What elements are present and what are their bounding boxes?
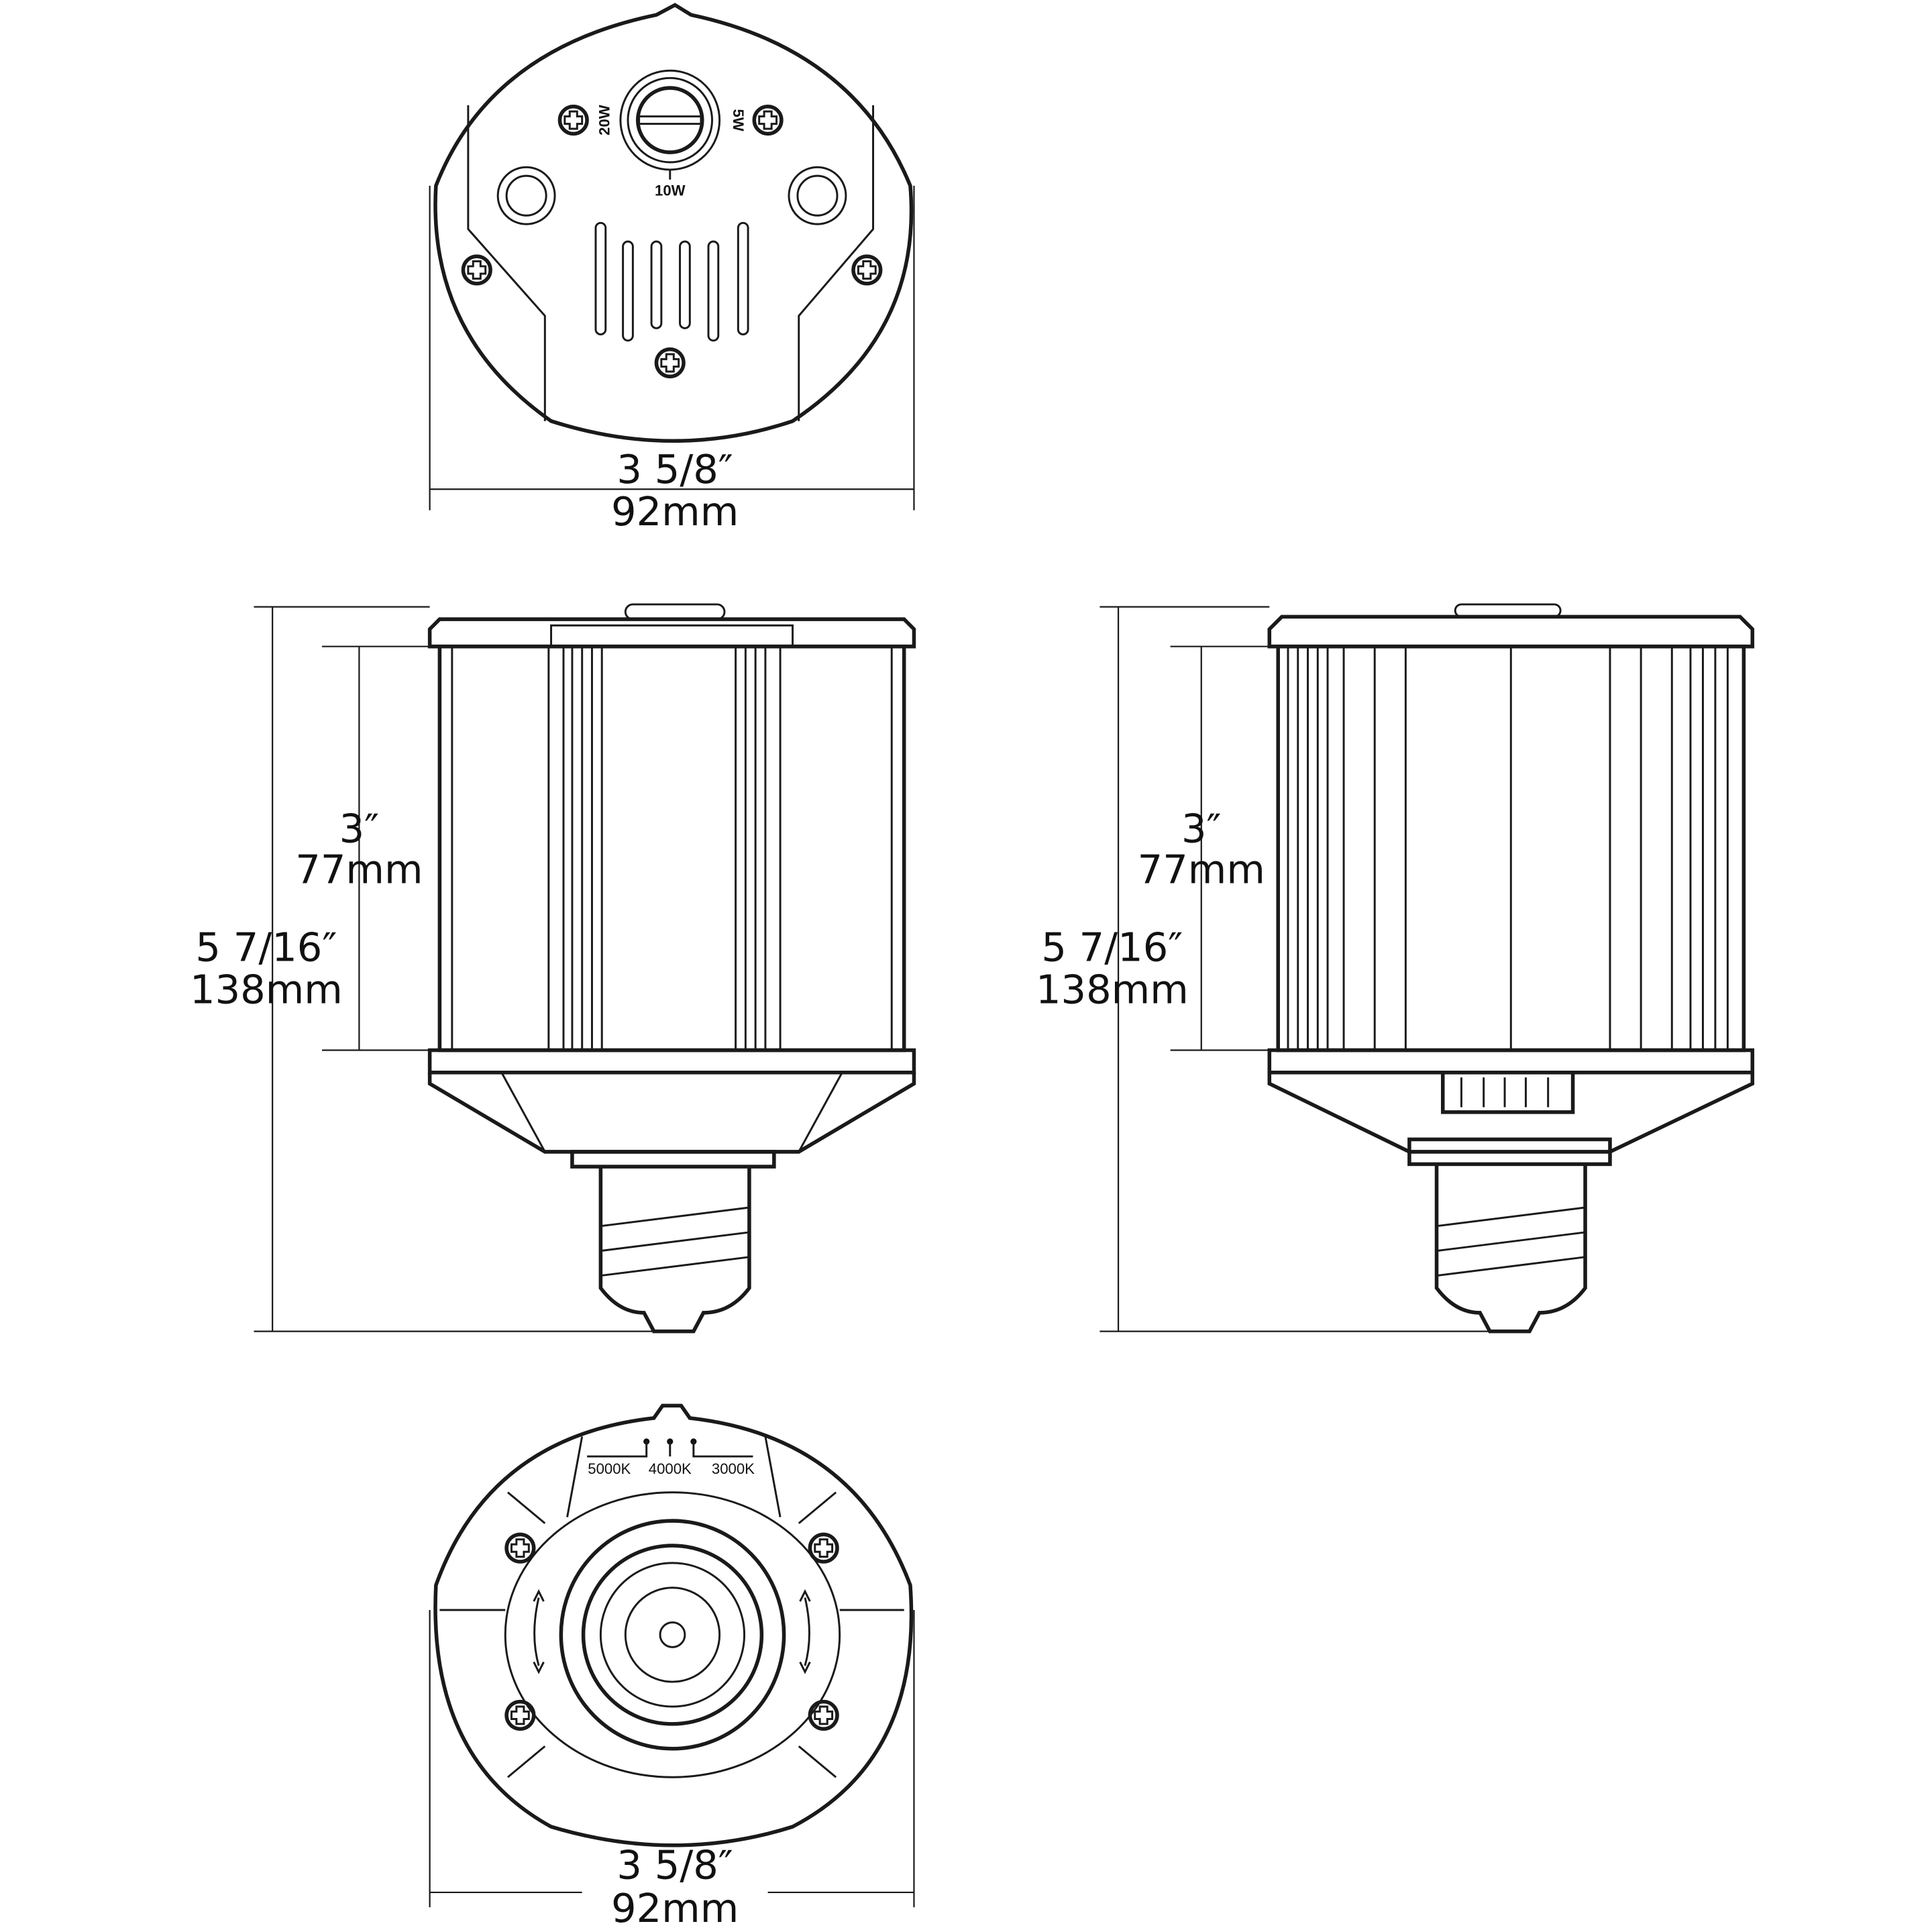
cct-switch <box>1441 1071 1575 1114</box>
cct-label-5000k: 5000K <box>588 1460 631 1477</box>
screw-icon <box>656 350 684 377</box>
vent-slots <box>594 221 749 342</box>
total-height-inches: 5 7/16″ <box>195 924 337 971</box>
body-height-inches: 3″ <box>339 805 380 851</box>
body-height-inches: 3″ <box>1181 805 1222 851</box>
body-height-mm: 77mm <box>295 846 423 892</box>
body-height-mm: 77mm <box>1138 846 1265 892</box>
width-inches: 3 5/8″ <box>616 446 733 492</box>
screw-icon <box>506 1534 534 1562</box>
width-inches: 3 5/8″ <box>616 1842 733 1888</box>
rotate-arrow-icon <box>799 1589 811 1674</box>
screw-icon <box>853 256 881 284</box>
cct-indicator <box>587 1438 753 1458</box>
screw-icon <box>463 256 490 284</box>
wattage-label-10w: 10W <box>655 182 686 199</box>
screw-icon <box>559 107 587 134</box>
wattage-label-5w: 5W <box>730 109 747 131</box>
total-height-mm: 138mm <box>1036 966 1189 1012</box>
width-mm: 92mm <box>611 1885 739 1931</box>
total-height-inches: 5 7/16″ <box>1041 924 1183 971</box>
total-height-mm: 138mm <box>190 966 343 1012</box>
cct-label-3000k: 3000K <box>712 1460 755 1477</box>
rotate-arrow-icon <box>533 1589 545 1674</box>
screw-icon <box>754 107 782 134</box>
front-view: 3″ 77mm 5 7/16″ 138mm <box>190 603 916 1334</box>
screw-icon <box>810 1534 837 1562</box>
top-view: 10W 20W 5W 3 5/8″ 92mm <box>429 3 915 535</box>
width-mm: 92mm <box>611 488 739 535</box>
side-view: 3″ 77mm 5 7/16″ 138mm <box>1036 603 1755 1334</box>
wattage-label-20w: 20W <box>596 105 612 136</box>
bottom-view: 5000K 4000K 3000K 3 5/8″ 92mm <box>429 1403 915 1931</box>
cct-label-4000k: 4000K <box>649 1460 692 1477</box>
screw-icon <box>506 1702 534 1729</box>
screw-icon <box>810 1702 837 1729</box>
